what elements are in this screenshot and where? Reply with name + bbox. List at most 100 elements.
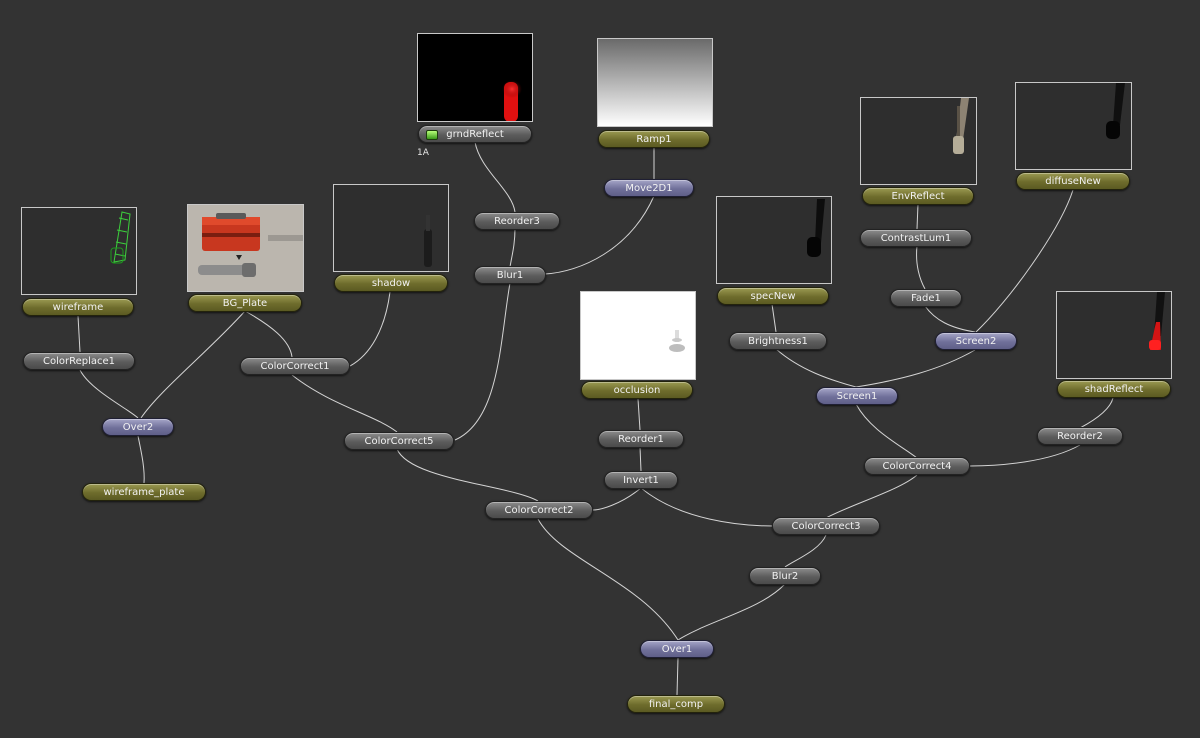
wire-occlusion-reorder1 — [637, 398, 641, 431]
node-screen1[interactable]: Screen1 — [816, 387, 898, 405]
node-label: Reorder1 — [618, 433, 664, 445]
node-final-comp[interactable]: final_comp — [627, 695, 725, 713]
node-label: Invert1 — [623, 474, 659, 486]
node-label: shadow — [371, 277, 411, 289]
wire-cr1-over2 — [79, 369, 139, 419]
wire-invert1-cc2 — [592, 487, 642, 511]
wire-over2-wfplate — [137, 435, 145, 484]
node-brightness1[interactable]: Brightness1 — [729, 332, 827, 350]
grndreflect-preview — [502, 80, 522, 121]
grndreflect-thumbnail — [417, 33, 533, 122]
node-bg-plate[interactable]: BG_Plate — [188, 294, 302, 312]
wire-reorder1-invert1 — [639, 446, 642, 472]
node-label: Over2 — [122, 421, 154, 433]
node-label: Over1 — [661, 643, 693, 655]
bgplate-preview — [188, 205, 303, 291]
wire-cc4-cc3 — [825, 474, 918, 519]
node-label: specNew — [750, 290, 796, 302]
node-label: Screen2 — [955, 335, 997, 347]
wire-reorder3-blur1 — [509, 227, 516, 268]
wire-cc3-blur2 — [784, 534, 827, 568]
node-label: diffuseNew — [1045, 175, 1101, 187]
wire-fade1-screen2 — [924, 305, 976, 333]
node-fade1[interactable]: Fade1 — [890, 289, 962, 307]
node-colorreplace1[interactable]: ColorReplace1 — [23, 352, 135, 370]
node-contrastlum1[interactable]: ContrastLum1 — [860, 229, 972, 247]
diffusenew-preview — [1106, 83, 1125, 139]
node-invert1[interactable]: Invert1 — [604, 471, 678, 489]
node-label: wireframe_plate — [103, 486, 185, 498]
wire-reorder2-cc4 — [969, 444, 1081, 467]
node-label: ColorCorrect5 — [364, 435, 434, 447]
node-colorcorrect4[interactable]: ColorCorrect4 — [864, 457, 970, 475]
node-shadow[interactable]: shadow — [334, 274, 448, 292]
diffusenew-thumbnail — [1015, 82, 1132, 170]
node-label: ColorCorrect4 — [882, 460, 952, 472]
envreflect-preview — [953, 98, 969, 154]
node-label: shadReflect — [1084, 383, 1144, 395]
node-label: Reorder2 — [1057, 430, 1103, 442]
node-over2[interactable]: Over2 — [102, 418, 174, 436]
node-label: ContrastLum1 — [880, 232, 952, 244]
node-blur2[interactable]: Blur2 — [749, 567, 821, 585]
node-wireframe-plate[interactable]: wireframe_plate — [82, 483, 206, 501]
node-colorcorrect5[interactable]: ColorCorrect5 — [344, 432, 454, 450]
node-colorcorrect3[interactable]: ColorCorrect3 — [772, 517, 880, 535]
node-diffusenew[interactable]: diffuseNew — [1016, 172, 1130, 190]
wire-shadow-cc1 — [349, 291, 391, 367]
node-screen2[interactable]: Screen2 — [935, 332, 1017, 350]
node-colorcorrect1[interactable]: ColorCorrect1 — [240, 357, 350, 375]
node-label: final_comp — [648, 698, 704, 710]
shadow-preview — [424, 215, 432, 267]
wire-screen2-screen1 — [855, 349, 976, 388]
node-specnew[interactable]: specNew — [717, 287, 829, 305]
wire-wireframe-cr1 — [77, 315, 81, 353]
node-blur1[interactable]: Blur1 — [474, 266, 546, 284]
node-shadreflect[interactable]: shadReflect — [1057, 380, 1171, 398]
wire-specnew-brightness1 — [771, 303, 777, 333]
node-label: Fade1 — [911, 292, 941, 304]
node-label: wireframe — [52, 301, 104, 313]
wire-cc2-over1 — [537, 518, 679, 641]
node-envreflect[interactable]: EnvReflect — [862, 187, 974, 205]
wireframe-preview — [110, 211, 131, 264]
viewer-icon — [426, 130, 438, 140]
bgplate-thumbnail — [187, 204, 304, 292]
node-label: occlusion — [613, 384, 661, 396]
node-label: ColorCorrect2 — [504, 504, 574, 516]
wire-blur1-cc5 — [454, 282, 511, 441]
node-occlusion[interactable]: occlusion — [581, 381, 693, 399]
channel-badge: 1A — [417, 148, 429, 158]
wire-blur2-over1 — [677, 583, 786, 641]
node-reorder2[interactable]: Reorder2 — [1037, 427, 1123, 445]
wire-grndreflect-reorder3 — [474, 141, 516, 213]
node-reorder1[interactable]: Reorder1 — [598, 430, 684, 448]
node-label: Reorder3 — [494, 215, 540, 227]
wire-over1-finalcomp — [676, 657, 679, 696]
wire-bgplate-cc1 — [244, 310, 293, 358]
wire-screen1-cc4 — [855, 403, 918, 459]
shadow-thumbnail — [333, 184, 449, 272]
node-label: ColorCorrect3 — [791, 520, 861, 532]
node-over1[interactable]: Over1 — [640, 640, 714, 658]
envreflect-thumbnail — [860, 97, 977, 185]
node-label: EnvReflect — [891, 190, 945, 202]
ramp1-thumbnail — [597, 38, 713, 127]
node-move2d1[interactable]: Move2D1 — [604, 179, 694, 197]
node-label: grndReflect — [446, 128, 504, 140]
node-grndreflect[interactable]: grndReflect — [418, 125, 532, 143]
node-colorcorrect2[interactable]: ColorCorrect2 — [485, 501, 593, 519]
node-label: Blur2 — [771, 570, 799, 582]
node-ramp1[interactable]: Ramp1 — [598, 130, 710, 148]
node-label: Move2D1 — [625, 182, 673, 194]
specnew-preview — [807, 199, 825, 257]
node-label: Blur1 — [496, 269, 524, 281]
wire-brightness1-screen1 — [775, 348, 857, 388]
occlusion-thumbnail — [580, 291, 696, 380]
wire-shadreflect-reorder2 — [1079, 397, 1114, 429]
wire-envreflect-contrastlum — [916, 203, 919, 230]
node-reorder3[interactable]: Reorder3 — [474, 212, 560, 230]
node-label: BG_Plate — [222, 297, 268, 309]
node-wireframe[interactable]: wireframe — [22, 298, 134, 316]
